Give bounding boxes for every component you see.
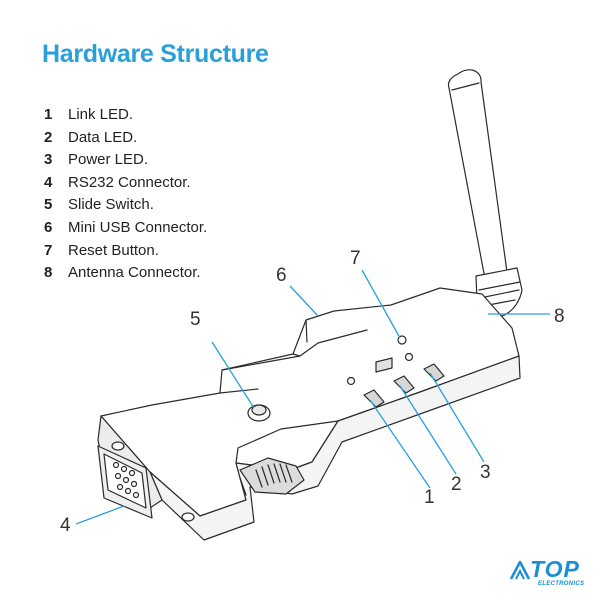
legend-number: 7 (44, 241, 53, 259)
callout-1: 1 (424, 487, 435, 508)
legend-item: 6 Mini USB Connector. (44, 217, 207, 240)
legend-item: 4 RS232 Connector. (44, 172, 207, 195)
logo-name: TOP (530, 556, 580, 582)
legend-label: Mini USB Connector. (68, 218, 208, 236)
legend-number: 4 (44, 173, 53, 191)
legend-item: 7 Reset Button. (44, 240, 207, 263)
legend-item: 5 Slide Switch. (44, 194, 207, 217)
component-legend: 1 Link LED. 2 Data LED. 3 Power LED. 4 RS232… (44, 104, 207, 285)
callout-6: 6 (276, 265, 287, 286)
legend-item: 2 Data LED. (44, 127, 207, 150)
page-title: Hardware Structure (42, 40, 269, 68)
logo-mark-icon (509, 560, 531, 580)
callout-7: 7 (350, 248, 361, 269)
callout-5: 5 (190, 309, 201, 330)
callout-2: 2 (451, 474, 462, 495)
leader-lines (75, 269, 550, 525)
legend-number: 8 (44, 264, 53, 282)
legend-item: 8 Antenna Connector. (44, 262, 207, 285)
legend-label: Antenna Connector. (68, 264, 201, 282)
legend-item: 3 Power LED. (44, 149, 207, 172)
legend-item: 1 Link LED. (44, 104, 207, 127)
legend-label: Reset Button. (68, 241, 159, 259)
antenna (447, 69, 523, 318)
legend-label: Power LED. (68, 151, 149, 169)
legend-number: 3 (44, 151, 53, 169)
logo-subtitle: ELECTRONICS (538, 581, 585, 587)
legend-label: RS232 Connector. (68, 173, 191, 191)
legend-number: 5 (44, 196, 53, 214)
legend-number: 6 (44, 218, 53, 236)
callout-3: 3 (480, 462, 491, 483)
legend-label: Data LED. (68, 128, 138, 146)
mini-usb-port (239, 457, 305, 496)
legend-number: 2 (44, 128, 53, 146)
rs232-connector (97, 441, 195, 522)
slide-switch (247, 404, 271, 422)
legend-number: 1 (44, 106, 53, 123)
top-electronics-logo: TOP ELECTRONICS (508, 556, 594, 596)
callout-8: 8 (554, 306, 565, 327)
legend-label: Link LED. (68, 106, 134, 123)
callout-4: 4 (60, 515, 71, 536)
legend-label: Slide Switch. (68, 196, 154, 214)
